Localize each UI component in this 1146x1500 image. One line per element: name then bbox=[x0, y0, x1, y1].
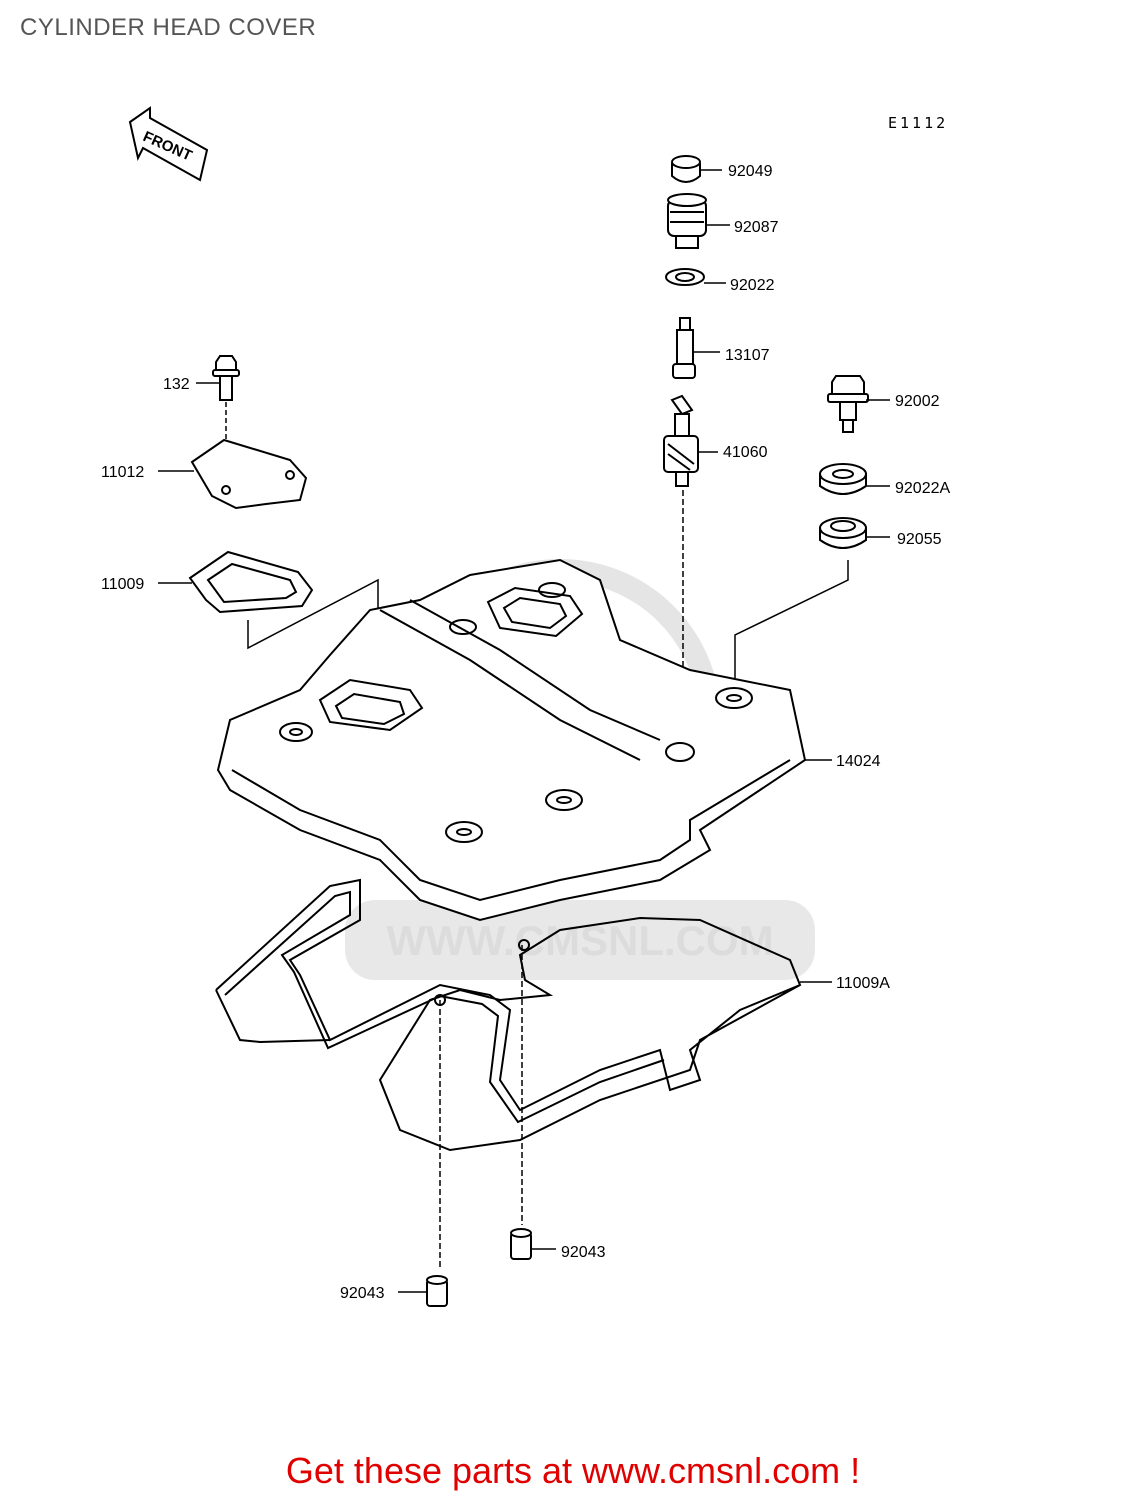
gear-41060-icon bbox=[663, 394, 699, 487]
grommet-92055-icon bbox=[819, 517, 867, 549]
part-label-11009A: 11009A bbox=[836, 975, 890, 992]
footer-banner[interactable]: Get these parts at www.cmsnl.com ! bbox=[285, 1450, 861, 1491]
diagram-code: E1112 bbox=[888, 114, 948, 132]
part-label-92043-lower: 92043 bbox=[340, 1285, 385, 1302]
part-label-92049: 92049 bbox=[728, 163, 773, 180]
plug-92087-icon bbox=[667, 193, 707, 249]
part-label-13107: 13107 bbox=[725, 347, 770, 364]
dowel-92043-icon bbox=[510, 1228, 532, 1260]
watermark-url: WWW.CMSNL.COM bbox=[386, 917, 773, 964]
cap-92049-icon bbox=[671, 155, 701, 183]
bolt-132-icon bbox=[212, 355, 240, 401]
plate-11012-icon bbox=[190, 438, 308, 510]
part-label-132: 132 bbox=[163, 376, 190, 393]
part-label-11009: 11009 bbox=[101, 576, 144, 593]
part-label-11012: 11012 bbox=[101, 464, 144, 481]
bolt-92002-icon bbox=[827, 375, 869, 433]
part-label-92055: 92055 bbox=[897, 531, 942, 548]
washer-92022A-icon bbox=[819, 463, 867, 495]
shaft-13107-icon bbox=[672, 317, 696, 379]
front-arrow-icon: FRONT bbox=[128, 106, 209, 182]
part-label-14024: 14024 bbox=[836, 753, 881, 770]
dowel-92043-lower-icon bbox=[426, 1275, 448, 1307]
part-label-92087: 92087 bbox=[734, 219, 779, 236]
part-label-92002: 92002 bbox=[895, 393, 940, 410]
cylinder-head-cover-14024-icon bbox=[216, 558, 807, 922]
part-label-92043: 92043 bbox=[561, 1244, 606, 1261]
part-label-92022A: 92022A bbox=[895, 480, 950, 497]
page-title: CYLINDER HEAD COVER bbox=[20, 14, 317, 41]
part-label-41060: 41060 bbox=[723, 444, 768, 461]
washer-92022-icon bbox=[665, 268, 705, 286]
part-label-92022: 92022 bbox=[730, 277, 775, 294]
gasket-11009A-icon bbox=[215, 878, 802, 1152]
gasket-11009-icon bbox=[188, 550, 314, 614]
